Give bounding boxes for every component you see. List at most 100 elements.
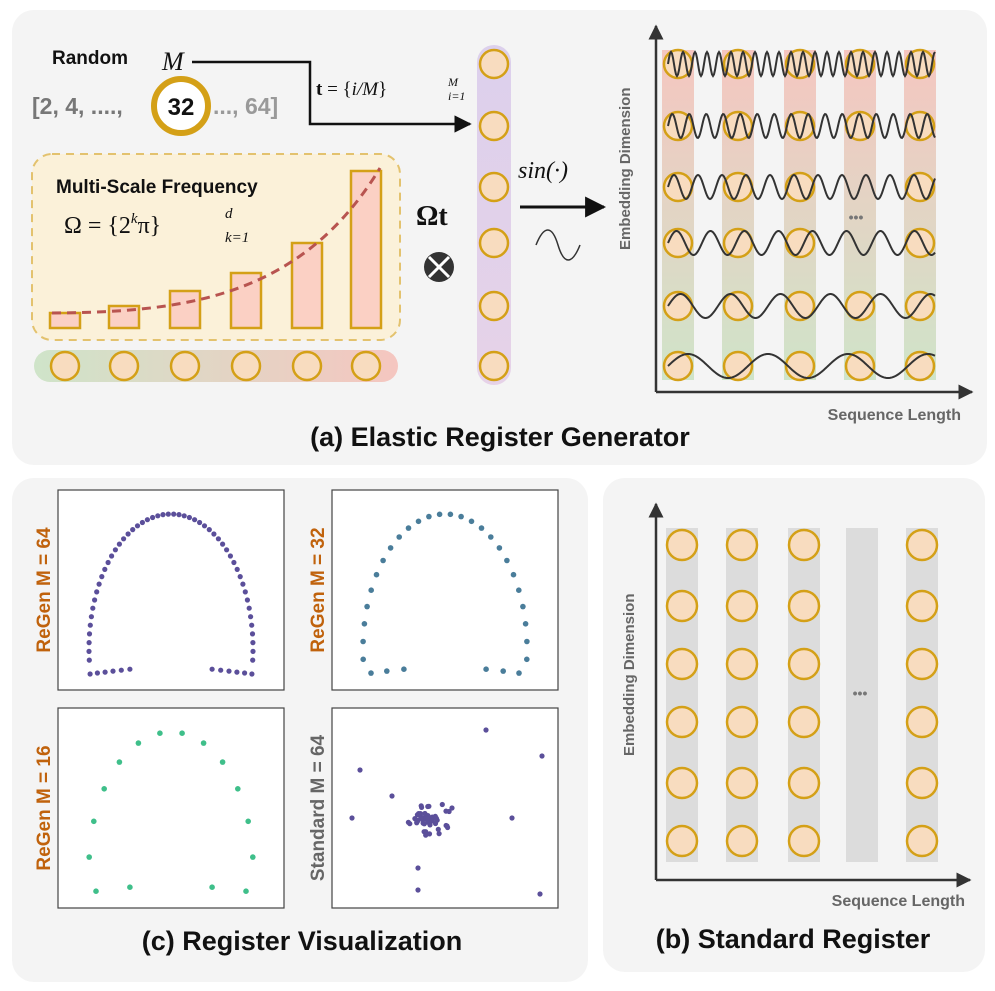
scatter-point xyxy=(245,818,251,825)
scatter-point xyxy=(200,740,207,746)
selected-m-circle xyxy=(151,76,211,136)
scatter-point xyxy=(416,811,422,817)
register-circle xyxy=(905,824,939,858)
frequency-bar xyxy=(168,289,202,330)
scatter-point xyxy=(243,888,249,894)
scatter-point xyxy=(109,553,115,559)
scatter-point xyxy=(135,740,142,746)
register-circle xyxy=(350,350,382,382)
register-circle xyxy=(725,528,759,562)
scatter-point xyxy=(209,884,215,890)
scatter-point xyxy=(91,818,97,825)
m-symbol: M xyxy=(161,47,185,76)
scatter-point xyxy=(389,793,395,799)
exponential-curve xyxy=(51,167,382,315)
scatter-point xyxy=(231,559,237,566)
scatter-point xyxy=(427,822,433,828)
standard-column-band xyxy=(906,528,938,862)
scatter-point xyxy=(201,523,208,529)
scatter-point xyxy=(424,815,431,821)
scatter-point xyxy=(428,818,434,824)
scatter-point xyxy=(237,574,243,580)
scatter-point xyxy=(116,541,122,547)
register-circle xyxy=(662,350,694,382)
scatter-point xyxy=(93,888,99,894)
sine-wave xyxy=(667,293,936,319)
scatter-point xyxy=(496,545,503,551)
register-circle xyxy=(230,350,262,382)
scatter-point xyxy=(510,571,517,578)
output-column-band xyxy=(784,50,816,380)
register-circle xyxy=(844,350,876,382)
register-circle xyxy=(725,647,759,681)
scatter-point xyxy=(349,815,355,821)
register-circle xyxy=(904,350,936,382)
register-circle xyxy=(49,350,81,382)
frequency-bar xyxy=(290,241,324,330)
scatter-point xyxy=(218,667,224,673)
scatter-point xyxy=(248,614,254,620)
scatter-point xyxy=(364,603,370,610)
scatter-point xyxy=(250,657,256,663)
scatter-point xyxy=(360,656,367,663)
output-column-band xyxy=(722,50,754,380)
standard-ellipsis: ••• xyxy=(853,685,868,701)
register-circle xyxy=(108,350,140,382)
time-register-bar xyxy=(477,45,511,385)
register-circle xyxy=(169,350,201,382)
omega-formula: Ω = {2kπ} d k=1 xyxy=(64,206,249,246)
scatter-point xyxy=(436,511,443,518)
scatter-point xyxy=(105,559,111,566)
scatter-point xyxy=(436,831,442,837)
scatter-point xyxy=(220,541,226,547)
scatter-point xyxy=(192,517,198,523)
output-ellipsis: ••• xyxy=(849,209,864,225)
scatter-point xyxy=(87,622,93,628)
scatter-point xyxy=(211,531,217,537)
scatter-point xyxy=(368,587,375,593)
svg-text:d: d xyxy=(225,206,233,222)
register-circle xyxy=(478,290,510,322)
scatter-point xyxy=(102,669,108,675)
scatter-point xyxy=(445,824,451,831)
scatter-point xyxy=(127,666,133,672)
scatter-point xyxy=(500,668,507,674)
frequency-bars xyxy=(48,169,383,330)
scatter-point xyxy=(244,597,250,603)
scatter-point xyxy=(504,557,510,564)
register-circle xyxy=(665,824,699,858)
scatter-point xyxy=(483,727,489,733)
standard-y-axis-label: Embedding Dimension xyxy=(621,593,638,756)
scatter-point xyxy=(96,581,102,587)
scatter-point xyxy=(433,815,439,821)
scatter-point xyxy=(94,670,100,676)
output-x-axis-label: Sequence Length xyxy=(828,407,961,424)
scatter-plot-label: ReGen M = 64 xyxy=(34,527,55,653)
scatter-point xyxy=(380,557,386,564)
scatter-point xyxy=(165,511,171,517)
scatter-point xyxy=(176,511,182,518)
output-y-axis-label: Embedding Dimension xyxy=(617,87,634,250)
scatter-point xyxy=(86,657,92,663)
scatter-point xyxy=(171,511,177,517)
scatter-point xyxy=(423,832,429,838)
standard-column-band xyxy=(788,528,820,862)
register-circle xyxy=(665,647,699,681)
scatter-point xyxy=(249,622,255,628)
scatter-point xyxy=(361,621,368,627)
scatter-plot-label: ReGen M = 16 xyxy=(34,745,55,870)
scatter-point xyxy=(483,666,489,672)
scatter-point xyxy=(209,666,215,672)
scatter-point xyxy=(206,527,212,533)
scatter-point xyxy=(439,801,445,808)
scatter-point xyxy=(373,571,380,578)
scatter-point xyxy=(522,621,529,627)
register-circle xyxy=(905,647,939,681)
scatter-point xyxy=(387,545,394,551)
scatter-point xyxy=(524,656,530,663)
omega-t-label: Ωt xyxy=(416,201,448,232)
scatter-point xyxy=(88,614,94,620)
scatter-point xyxy=(488,534,494,540)
standard-column-band xyxy=(726,528,758,862)
